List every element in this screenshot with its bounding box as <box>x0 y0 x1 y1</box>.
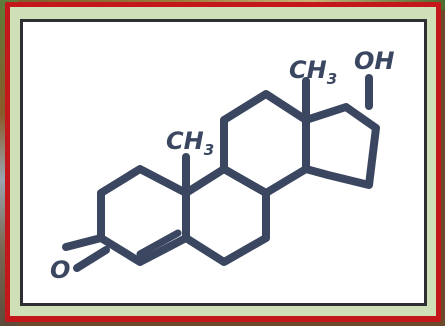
methyl-label-middle: CH3 <box>166 127 214 159</box>
ring-a-double-bond <box>136 229 182 258</box>
carbonyl-bond-1 <box>62 234 105 251</box>
ring-b-bonds <box>182 165 270 266</box>
ring-c-bonds <box>220 90 310 197</box>
ring-a-bonds <box>97 165 190 266</box>
hydroxyl-label: OH <box>354 47 395 75</box>
methyl-label-top: CH3 <box>289 56 337 88</box>
ring-d-bonds <box>302 103 380 189</box>
oxygen-label: O <box>50 256 70 284</box>
carbonyl-bond-2 <box>73 246 110 272</box>
